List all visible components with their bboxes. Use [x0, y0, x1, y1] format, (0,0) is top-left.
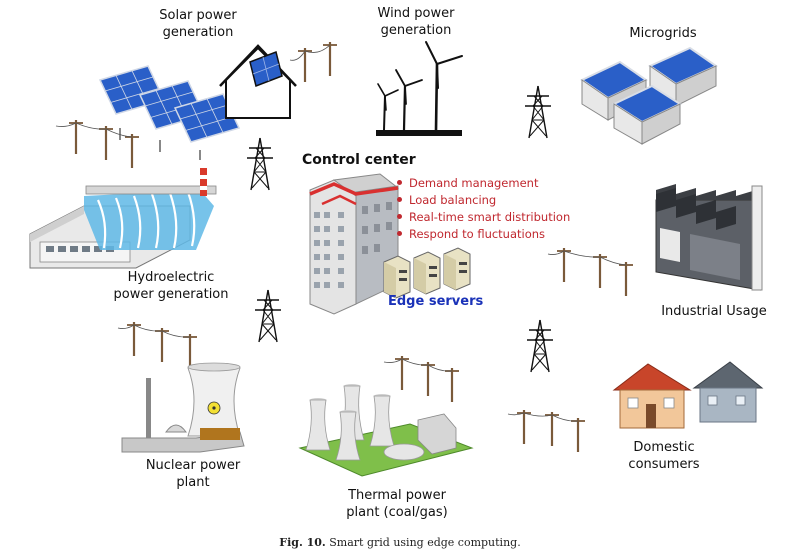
utility-pole-icon [507, 408, 587, 454]
transmission-tower-icon [246, 137, 274, 191]
caption-prefix: Fig. 10. [279, 536, 326, 549]
bullet-icon [397, 231, 402, 236]
function-item: Load balancing [397, 192, 570, 209]
bullet-icon [397, 180, 402, 185]
bullet-icon [397, 214, 402, 219]
wind-turbine-icon [376, 41, 463, 136]
label-wind: Wind power generation [377, 6, 455, 38]
solar-house-icon [219, 44, 297, 119]
edge-servers-label: Edge servers [388, 294, 484, 309]
transmission-tower-icon [524, 85, 552, 139]
label-hydro: Hydroelectric power generation [113, 270, 229, 302]
domestic-houses-icon [612, 361, 764, 429]
transmission-tower-icon [526, 319, 554, 373]
function-item: Real-time smart distribution [397, 209, 570, 226]
label-solar: Solar power generation [159, 8, 237, 40]
edge-servers-icon [383, 247, 471, 299]
label-nuclear: Nuclear power plant [145, 458, 241, 490]
utility-pole-icon [55, 118, 141, 170]
utility-pole-icon [383, 354, 461, 404]
control-center-title: Control center [302, 152, 416, 168]
hydroelectric-dam-icon [29, 168, 217, 269]
solar-panel-array-icon [99, 65, 240, 160]
control-center-building-icon [309, 173, 400, 315]
utility-pole-icon [547, 246, 635, 298]
bullet-icon [397, 197, 402, 202]
control-center-functions: Demand management Load balancing Real-ti… [397, 175, 570, 243]
thermal-plant-icon [298, 384, 474, 477]
label-microgrids: Microgrids [629, 26, 697, 41]
caption-text: Smart grid using edge computing. [329, 536, 521, 549]
microgrid-houses-icon [580, 46, 719, 145]
transmission-tower-icon [254, 289, 282, 343]
function-item: Demand management [397, 175, 570, 192]
utility-pole-icon [289, 40, 339, 84]
label-industrial: Industrial Usage [661, 304, 767, 319]
label-domestic: Domestic consumers [628, 440, 700, 472]
nuclear-plant-icon [121, 362, 245, 453]
function-item: Respond to fluctuations [397, 226, 570, 243]
label-thermal: Thermal power plant (coal/gas) [346, 488, 448, 520]
utility-pole-icon [117, 320, 199, 370]
industrial-factory-icon [655, 184, 763, 291]
figure-caption: Fig. 10. Smart grid using edge computing… [0, 536, 800, 549]
